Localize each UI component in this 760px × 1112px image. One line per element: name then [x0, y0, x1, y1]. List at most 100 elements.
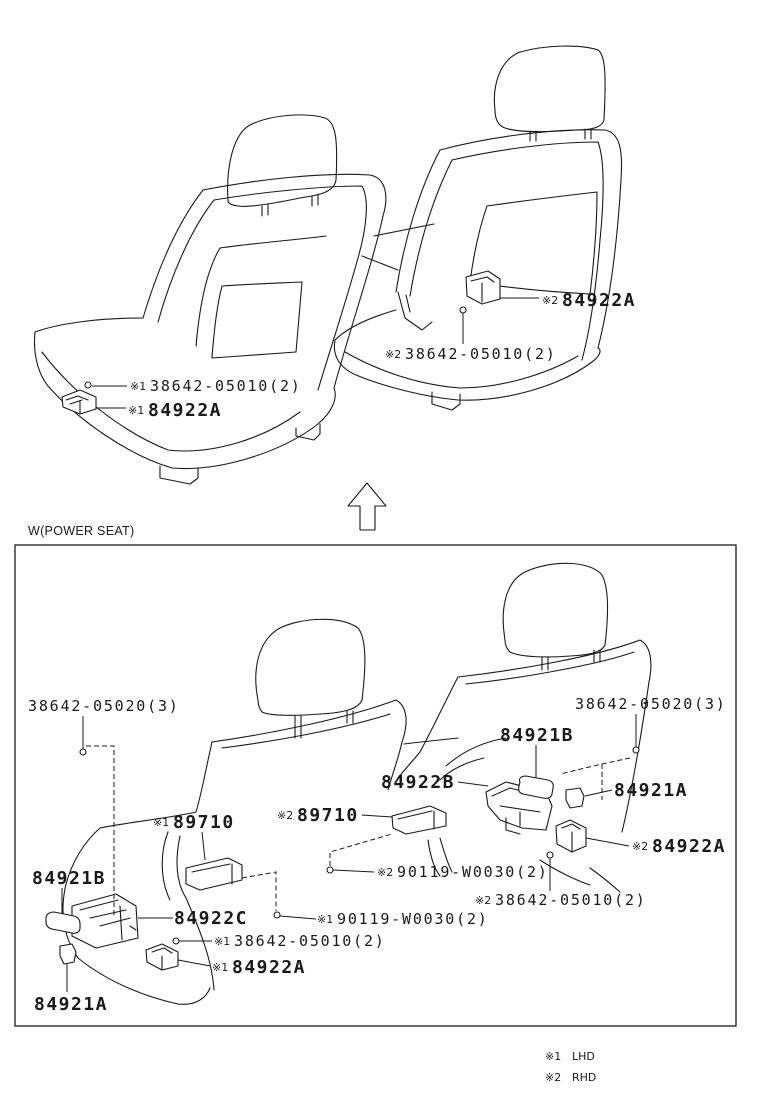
seat-side-bracket	[397, 291, 433, 331]
cushion-piping	[344, 351, 579, 389]
seat-rail-foot	[431, 391, 461, 411]
switch-detail	[491, 787, 541, 835]
section-label: W(POWER SEAT)	[28, 524, 135, 538]
cushion-piping	[41, 351, 301, 452]
callout-84921a-left: 84921A	[34, 994, 108, 1015]
callout-mark: ※2	[632, 839, 649, 853]
part-number: 84921B	[32, 867, 107, 889]
top-right-seat	[333, 45, 623, 411]
callout-mark: ※2	[542, 293, 559, 307]
part-number: 89710	[297, 804, 359, 826]
part-number: 38642-05010(2)	[405, 345, 557, 363]
seatback-outline	[142, 173, 387, 389]
leader-line	[332, 869, 375, 873]
part-number: 84922A	[562, 289, 637, 311]
switch-84922a-lhd	[61, 389, 97, 415]
seatback-rim	[409, 141, 604, 361]
dashed-guide	[559, 757, 631, 775]
knob-84921b-right	[518, 775, 554, 799]
leader-line	[457, 781, 489, 787]
box-left-seat	[45, 618, 407, 1005]
callout-84921b-right: 84921B	[500, 725, 574, 746]
callout-38642-05010-lhd-top: ※1 38642-05010(2)	[130, 376, 302, 396]
legend-text: LHD	[572, 1049, 595, 1063]
screw-icon	[84, 381, 92, 389]
top-left-seat	[33, 114, 387, 485]
callout-89710-lhd: ※1 89710	[153, 811, 235, 833]
part-number: 84922C	[174, 907, 249, 929]
callout-89710-rhd: ※2 89710	[277, 804, 359, 826]
part-number: 38642-05010(2)	[495, 891, 647, 909]
cushion-outline	[333, 309, 601, 401]
callout-90119-w0030-rhd: ※2 90119-W0030(2)	[377, 862, 549, 882]
knob-84921a-right	[565, 787, 585, 809]
callout-mark: ※2	[377, 865, 394, 879]
switch-detail	[151, 947, 173, 971]
seatback-rim	[465, 651, 635, 685]
knob-84921b-left	[45, 911, 81, 934]
dashed-guide-lines	[86, 745, 631, 918]
callout-mark: ※1	[128, 403, 145, 417]
seat-side-contours	[161, 831, 215, 991]
screw-icon	[79, 748, 87, 756]
callout-mark: ※1	[130, 379, 147, 393]
part-number: 38642-05010(2)	[234, 932, 386, 950]
box-right-seat	[326, 562, 652, 893]
seatback-outline	[457, 639, 652, 833]
callout-mark: ※1	[212, 960, 229, 974]
callout-38642-05010-rhd-top: ※2 38642-05010(2)	[385, 344, 557, 364]
part-number: 90119-W0030(2)	[337, 910, 489, 928]
power-seat-detail-frame	[14, 544, 737, 1027]
part-number: 38642-05020(3)	[575, 695, 727, 713]
headrest	[502, 562, 609, 658]
headrest	[493, 45, 606, 133]
seatback-left-edge	[397, 676, 459, 779]
part-number: 84922A	[652, 835, 727, 857]
switch-84922a-rhd	[465, 270, 501, 305]
seat-side-outline	[62, 741, 213, 1005]
part-number: 84922A	[148, 399, 223, 421]
seat-rail-feet	[159, 423, 321, 485]
leader-line	[201, 831, 206, 861]
callout-84922a-rhd-top: ※2 84922A	[542, 289, 637, 311]
callout-90119-w0030-lhd: ※1 90119-W0030(2)	[317, 909, 489, 929]
switch-assembly-84922c	[71, 893, 139, 949]
screw-icon	[273, 911, 281, 919]
callout-84922a-lhd: ※1 84922A	[212, 957, 306, 978]
module-detail	[397, 810, 435, 830]
switch-detail	[561, 823, 581, 853]
part-number: 89710	[173, 811, 235, 833]
top-leader-lines	[92, 297, 539, 409]
legend-mark: ※1	[545, 1049, 562, 1063]
screw-icon	[546, 851, 554, 859]
callout-84922c: 84922C	[174, 907, 249, 929]
callout-84922a-lhd-top: ※1 84922A	[128, 399, 223, 421]
part-number: 84921A	[614, 779, 689, 801]
callout-mark: ※1	[317, 912, 334, 926]
switch-detail	[470, 276, 495, 303]
leader-line	[361, 814, 393, 818]
part-number: 84922B	[381, 771, 456, 793]
legend-row-rhd: ※2 RHD	[545, 1069, 596, 1085]
dashed-guide	[241, 871, 277, 911]
callout-38642-05020-left: 38642-05020(3)	[28, 696, 180, 716]
part-number: 38642-05020(3)	[28, 697, 180, 715]
seat-side-contours	[427, 737, 621, 893]
part-number: 90119-W0030(2)	[397, 863, 549, 881]
knob-84921a-left	[59, 943, 77, 965]
callout-mark: ※1	[153, 815, 170, 829]
callout-mark: ※2	[475, 893, 492, 907]
seatback-rim	[157, 185, 367, 391]
part-number: 38642-05010(2)	[150, 377, 302, 395]
legend-text: RHD	[572, 1070, 597, 1084]
callout-38642-05010-lhd: ※1 38642-05010(2)	[214, 931, 386, 951]
callout-38642-05010-rhd: ※2 38642-05010(2)	[475, 890, 647, 910]
leader-line	[584, 789, 613, 797]
leader-line	[279, 915, 317, 920]
callout-mark: ※2	[385, 347, 402, 361]
leader-line	[177, 959, 211, 967]
headrest-stems	[261, 194, 319, 217]
callout-mark: ※1	[214, 934, 231, 948]
leader-line	[585, 837, 630, 847]
